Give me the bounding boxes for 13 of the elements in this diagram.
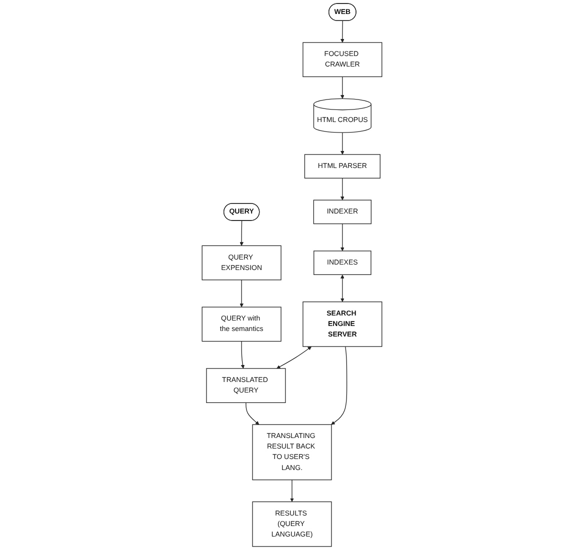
arrow [240,340,244,369]
arrow [290,480,294,502]
arrow [340,223,344,252]
arrow [340,274,344,302]
arrow [330,346,347,425]
arrow [239,280,243,308]
arrow [239,220,243,246]
arrow [340,76,344,99]
arrow [340,132,344,155]
arrow [340,20,344,43]
arrow [340,178,344,200]
arrow [276,346,312,369]
arrow [245,402,259,425]
